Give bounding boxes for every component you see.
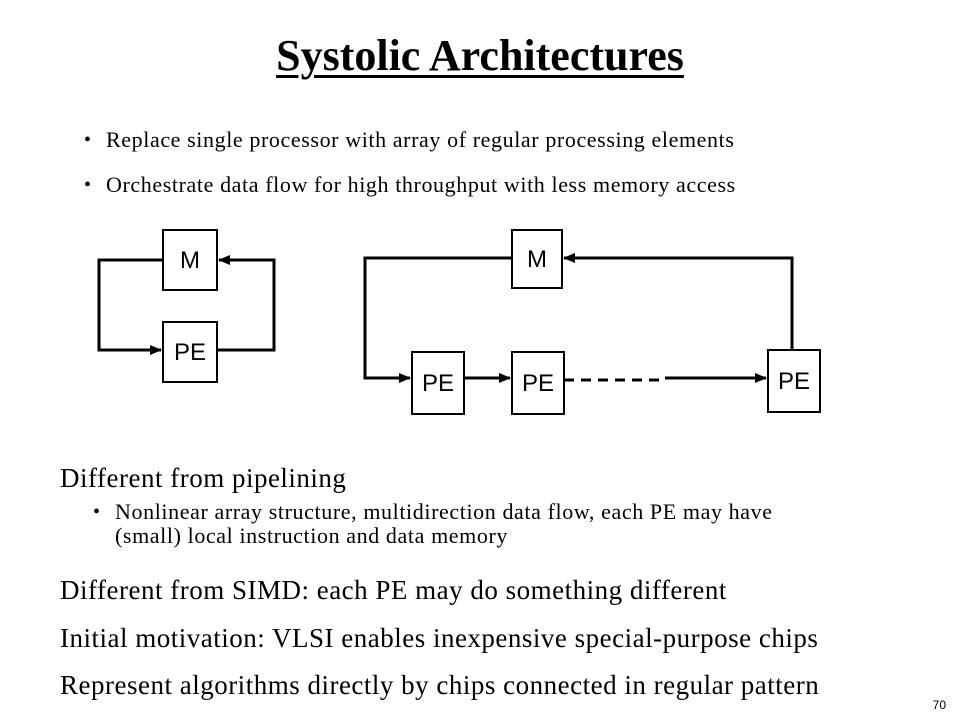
pe-label: PE (778, 368, 810, 395)
pe-box (511, 351, 565, 415)
pe-to-memory-arrow (563, 253, 794, 350)
bullet-item: • Nonlinear array structure, multidirect… (93, 499, 773, 548)
bullet-dot: • (93, 501, 101, 523)
pe-box (162, 321, 218, 383)
pe-label: PE (174, 339, 206, 366)
bullet-item: • Orchestrate data flow for high through… (84, 172, 736, 197)
algorithms-point: Represent algorithms directly by chips c… (60, 670, 820, 700)
pe-to-memory-arrow (217, 255, 276, 352)
pe-label: PE (422, 370, 454, 397)
bullet-text-line2: (small) local instruction and data memor… (115, 523, 508, 548)
bullet-dot: • (84, 174, 92, 196)
bullet-text: Replace single processor with array of r… (106, 127, 735, 152)
motivation-point: Initial motivation: VLSI enables inexpen… (60, 623, 819, 653)
memory-label: M (180, 247, 200, 274)
pe-box (767, 349, 821, 413)
pe-box (411, 351, 465, 415)
left-diagram: M PE (97, 229, 276, 383)
memory-to-pe-arrow (97, 258, 163, 355)
memory-label: M (527, 246, 547, 273)
slide-title: Systolic Architectures (276, 31, 684, 80)
pe-label: PE (522, 370, 554, 397)
bullet-text-line1: Nonlinear array structure, multidirectio… (115, 499, 773, 524)
slide-number: 70 (932, 698, 946, 712)
memory-to-pe-arrow (363, 256, 512, 383)
bullet-text: Orchestrate data flow for high throughpu… (106, 172, 736, 197)
bullet-dot: • (84, 129, 92, 151)
simd-point: Different from SIMD: each PE may do some… (60, 575, 727, 605)
bullet-item: • Replace single processor with array of… (84, 127, 735, 152)
right-diagram: M PE PE PE (363, 229, 821, 415)
pipelining-heading: Different from pipelining (60, 463, 347, 493)
